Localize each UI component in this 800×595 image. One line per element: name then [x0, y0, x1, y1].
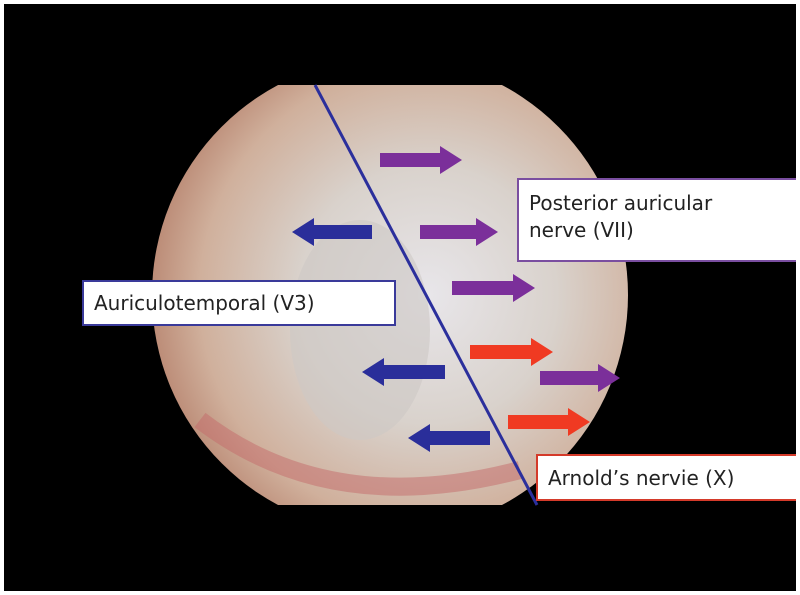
purple-arrow-right-icon [380, 146, 462, 174]
red-arrow-right-icon [470, 338, 553, 366]
canal-wall [194, 412, 523, 496]
purple-arrow-right-icon [540, 364, 620, 392]
auriculotemporal-label: Auriculotemporal (V3) [82, 280, 396, 326]
purple-arrow-right-icon [420, 218, 498, 246]
red-arrow-right-icon [508, 408, 590, 436]
arnold-nerve-label: Arnold’s nervie (X) [536, 454, 796, 501]
divider-line [313, 84, 539, 506]
canal-shadow [290, 220, 430, 440]
blue-arrow-left-icon [362, 358, 445, 386]
blue-arrow-left-icon [292, 218, 372, 246]
posterior-auricular-line2: nerve (VII) [529, 218, 634, 242]
blue-arrow-left-icon [408, 424, 490, 452]
posterior-auricular-label: Posterior auricular nerve (VII) [517, 178, 796, 262]
purple-arrow-right-icon [452, 274, 535, 302]
posterior-auricular-line1: Posterior auricular [529, 191, 713, 215]
